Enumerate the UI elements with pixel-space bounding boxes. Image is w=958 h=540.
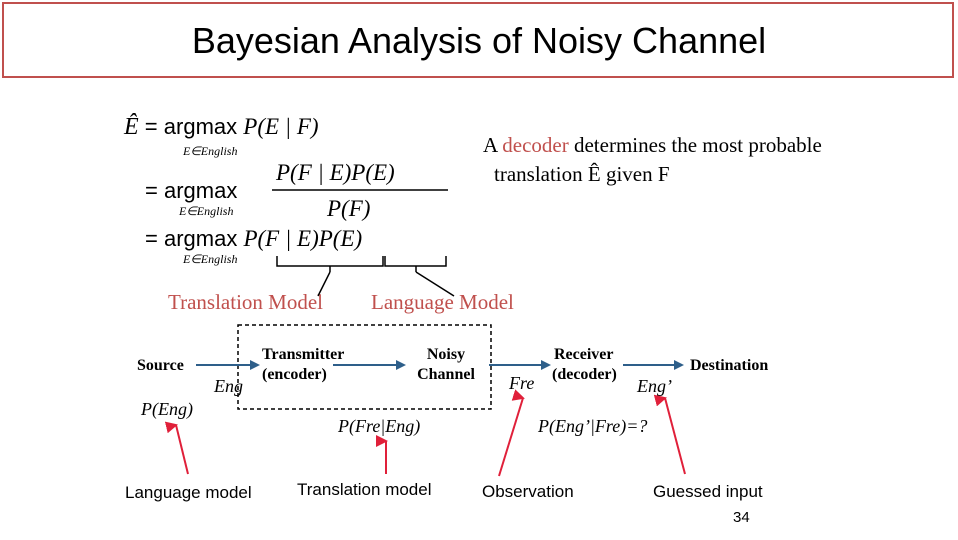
language-model-label: Language Model: [371, 290, 514, 314]
translation-model-pointer: [317, 271, 331, 297]
eng-label: Eng: [214, 376, 243, 396]
receiver-label: Receiver: [554, 346, 614, 363]
encoder-label: (encoder): [262, 366, 327, 383]
eng-prime-label: Eng’: [637, 376, 672, 396]
likelihood-prior: P(F | E)P(E): [243, 226, 363, 251]
translation-model-label: Translation Model: [168, 290, 323, 314]
fre-label: Fre: [509, 373, 535, 393]
title-box: [2, 2, 954, 78]
argmax-3: argmax: [163, 226, 238, 251]
e-hat-symbol: Ê: [124, 114, 139, 140]
guessed-input-label: Guessed input: [653, 482, 763, 501]
destination-label: Destination: [690, 357, 769, 374]
subscript-2: E∈English: [179, 204, 234, 218]
observation-label: Observation: [482, 482, 574, 501]
transmitter-block: Transmitter (encoder): [262, 345, 344, 385]
page-number: 34: [733, 509, 750, 526]
decoder-label: (decoder): [552, 366, 617, 383]
argmax-2: argmax: [163, 178, 238, 203]
guessed-input-red-arrow: [653, 394, 686, 475]
equation-line-1: Ê = argmax P(E | F): [124, 114, 319, 141]
equals-sign-2: =: [145, 178, 158, 203]
equals-sign-3: =: [145, 226, 158, 251]
denominator: P(F): [327, 196, 371, 221]
subscript-3: E∈English: [183, 252, 238, 266]
equation-line-3: = argmax P(F | E)P(E): [145, 226, 362, 252]
callout-prefix: A: [483, 133, 503, 157]
argmax-1: argmax: [163, 114, 238, 139]
p-eng-label: P(Eng): [141, 399, 193, 419]
observation-red-arrow: [498, 389, 525, 477]
noisy-label: Noisy: [426, 346, 466, 363]
transmitter-label: Transmitter: [262, 346, 345, 363]
noisy-channel-block: Noisy Channel: [413, 345, 479, 385]
numerator: P(F | E)P(E): [276, 160, 395, 185]
language-model-bottom-label: Language model: [125, 483, 252, 502]
channel-dashed-box: [237, 324, 492, 410]
decoder-highlight: decoder: [502, 133, 569, 157]
equation-line-2: = argmax: [145, 178, 237, 204]
translation-model-bottom-label: Translation model: [297, 480, 432, 499]
p-eng-given-fre-label: P(Eng’|Fre)=?: [538, 416, 648, 436]
subscript-1: E∈English: [183, 144, 238, 158]
receiver-block: Receiver (decoder): [552, 345, 617, 385]
source-label: Source: [137, 357, 184, 374]
decoder-callout-line-1: A decoder determines the most probable: [483, 133, 822, 158]
callout-rest: determines the most probable: [568, 133, 822, 157]
equals-sign-1: =: [144, 114, 158, 139]
decoder-callout-line-2: translation Ê given F: [494, 162, 670, 186]
translation-model-brace: [276, 256, 384, 272]
p-fre-given-eng-label: P(Fre|Eng): [338, 416, 421, 436]
language-model-brace: [384, 256, 447, 272]
posterior-term: P(E | F): [243, 114, 319, 139]
channel-label: Channel: [417, 366, 475, 383]
language-model-red-arrow: [164, 421, 189, 475]
language-model-pointer: [415, 271, 455, 297]
slide-title: Bayesian Analysis of Noisy Channel: [191, 20, 767, 61]
